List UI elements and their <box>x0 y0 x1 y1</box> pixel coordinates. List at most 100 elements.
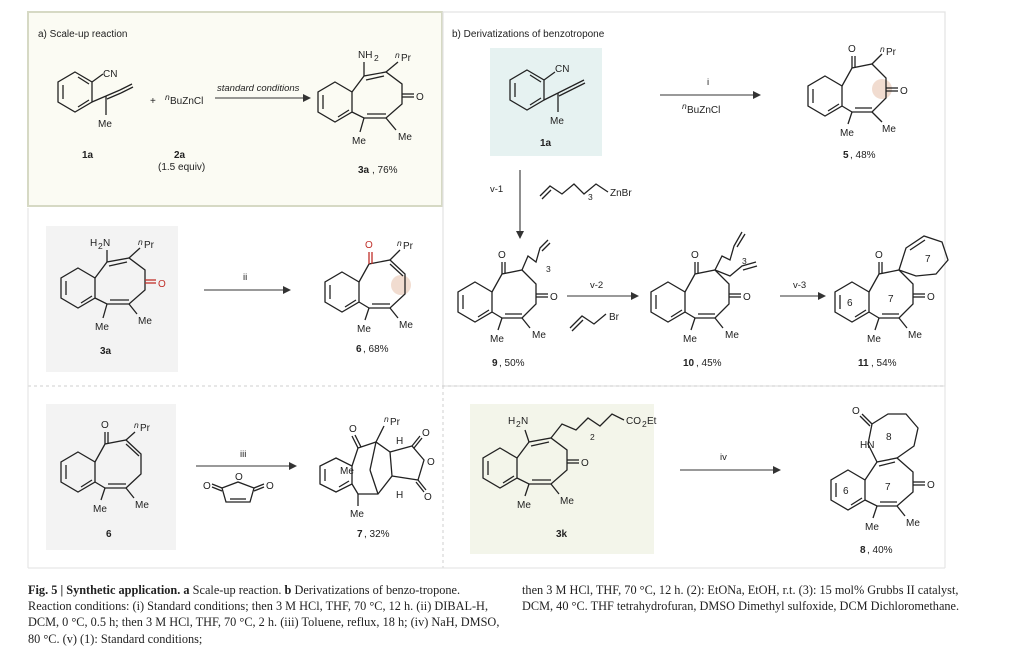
co2et-sub: 2 <box>642 419 647 429</box>
n-prefix-i: n <box>682 101 687 111</box>
structure-6-bottom: O n Pr Me Me <box>60 420 151 515</box>
o-ma-2: O <box>235 472 243 483</box>
ring8-label-8: 8 <box>886 432 892 443</box>
yield-10: , 45% <box>696 358 722 369</box>
me-label-10b: Me <box>725 330 739 341</box>
yield-6: , 68% <box>363 344 389 355</box>
n-prefix: n <box>165 92 170 102</box>
o-label-7d: O <box>424 492 432 503</box>
o-label-8b: O <box>852 406 860 417</box>
label-9: 9 <box>492 358 498 369</box>
panel-a-frame <box>27 11 443 207</box>
caption-b-label: b <box>284 583 292 597</box>
me-label-9a: Me <box>490 334 504 345</box>
o-label-11b: O <box>927 292 935 303</box>
pr-label-6b: Pr <box>140 423 151 434</box>
h-label-7b: H <box>396 490 403 501</box>
me-label-5b: Me <box>882 124 896 135</box>
label-3a-mid: 3a <box>100 346 112 357</box>
highlight-3k <box>470 404 654 554</box>
yield-8: , 40% <box>867 545 893 556</box>
me-label-3a-mid-b: Me <box>138 316 152 327</box>
n-prefix-5: n <box>880 44 885 54</box>
scheme-svg: a) Scale-up reaction b) Derivatizations … <box>27 11 949 569</box>
caption-left: Fig. 5 | Synthetic application. a Scale-… <box>28 582 503 647</box>
sub2-3k: 2 <box>590 432 595 442</box>
structure-1a-b: CN Me <box>509 64 586 127</box>
sub3-10: 3 <box>742 256 747 266</box>
pr-label-7: Pr <box>390 417 401 428</box>
highlight-1a <box>490 48 602 156</box>
h2n-n-3k: N <box>521 416 528 427</box>
ring6-label-11: 6 <box>847 298 853 309</box>
me-label-3k-a: Me <box>517 500 531 511</box>
note-2a: (1.5 equiv) <box>158 162 205 173</box>
pr-label-6: Pr <box>403 241 414 252</box>
me-label-9b: Me <box>532 330 546 341</box>
panel-b-title: b) Derivatizations of benzotropone <box>452 29 605 40</box>
label-10: 10 <box>683 358 695 369</box>
o-label-3k: O <box>581 458 589 469</box>
structure-6: O n Pr Me Me <box>324 238 414 335</box>
reagent-maleic-anhydride: O O O <box>203 472 274 503</box>
condition-v3: v-3 <box>793 280 806 291</box>
me-label-8b: Me <box>906 518 920 529</box>
me-label-7a: Me <box>340 466 354 477</box>
o-ma-3: O <box>266 481 274 492</box>
o-label-10b: O <box>743 292 751 303</box>
yield-7: , 32% <box>364 529 390 540</box>
me-label-1a-b: Me <box>550 116 564 127</box>
me-label-b: Me <box>398 132 412 143</box>
condition-v1: v-1 <box>490 184 503 195</box>
yield-11: , 54% <box>871 358 897 369</box>
me-label-10a: Me <box>683 334 697 345</box>
label-8: 8 <box>860 545 866 556</box>
n-prefix-6b: n <box>134 420 139 430</box>
caption-right-text: then 3 M HCl, THF, 70 °C, 12 h. (2): EtO… <box>522 583 960 614</box>
o-label-7a: O <box>349 424 357 435</box>
o-label-7c: O <box>427 457 435 468</box>
o-label-5b: O <box>900 86 908 97</box>
pr-label-3a-mid: Pr <box>144 240 155 251</box>
caption-left-text: Derivatizations of benzo-tropone. Reacti… <box>28 583 500 646</box>
ring7-label-8: 7 <box>885 482 891 493</box>
n-prefix-3a: n <box>395 50 400 60</box>
h-label-7a: H <box>396 436 403 447</box>
o-label-6b: O <box>101 420 109 431</box>
structure-8: 6 7 O HN O 8 Me Me <box>830 406 935 533</box>
n-prefix-6: n <box>397 238 402 248</box>
condition-i-reagent: BuZnCl <box>687 105 720 116</box>
label-3a-top: 3a <box>358 165 370 176</box>
yield-9: , 50% <box>499 358 525 369</box>
br-label: Br <box>609 312 620 323</box>
caption-a-label: a <box>183 583 190 597</box>
o-label-11a: O <box>875 250 883 261</box>
structure-3k: H 2 N 2 CO 2 Et O Me Me <box>482 413 657 511</box>
condition-ii: ii <box>243 272 247 283</box>
me-label: Me <box>98 119 112 130</box>
label-6: 6 <box>356 344 362 355</box>
me-label-11a: Me <box>867 334 881 345</box>
me-label-8a: Me <box>865 522 879 533</box>
structure-11: 6 7 O 7 O Me Me <box>834 235 949 345</box>
caption-a-text: Scale-up reaction. <box>192 583 282 597</box>
panel-a-title: a) Scale-up reaction <box>38 29 128 40</box>
o-label-7b: O <box>422 428 430 439</box>
label-7: 7 <box>357 529 363 540</box>
condition-iii: iii <box>240 449 246 460</box>
o-label-6-red: O <box>365 240 373 251</box>
o-label-9a: O <box>498 250 506 261</box>
condition-i: i <box>707 77 709 88</box>
yield-3a-top: , 76% <box>372 165 398 176</box>
me-label-3k-b: Me <box>560 496 574 507</box>
structure-1a-top: CN Me <box>57 69 134 130</box>
reagent-v1: 3 ZnBr <box>539 183 632 202</box>
o-label-10a: O <box>691 250 699 261</box>
sub3-9: 3 <box>546 264 551 274</box>
n-prefix-7: n <box>384 414 389 424</box>
plus-sign: + <box>150 96 156 107</box>
me-label-6b-b: Me <box>135 500 149 511</box>
me-label-6b-a: Me <box>93 504 107 515</box>
pr-label-5: Pr <box>886 47 897 58</box>
structure-9: O 3 O Me Me <box>457 239 558 345</box>
